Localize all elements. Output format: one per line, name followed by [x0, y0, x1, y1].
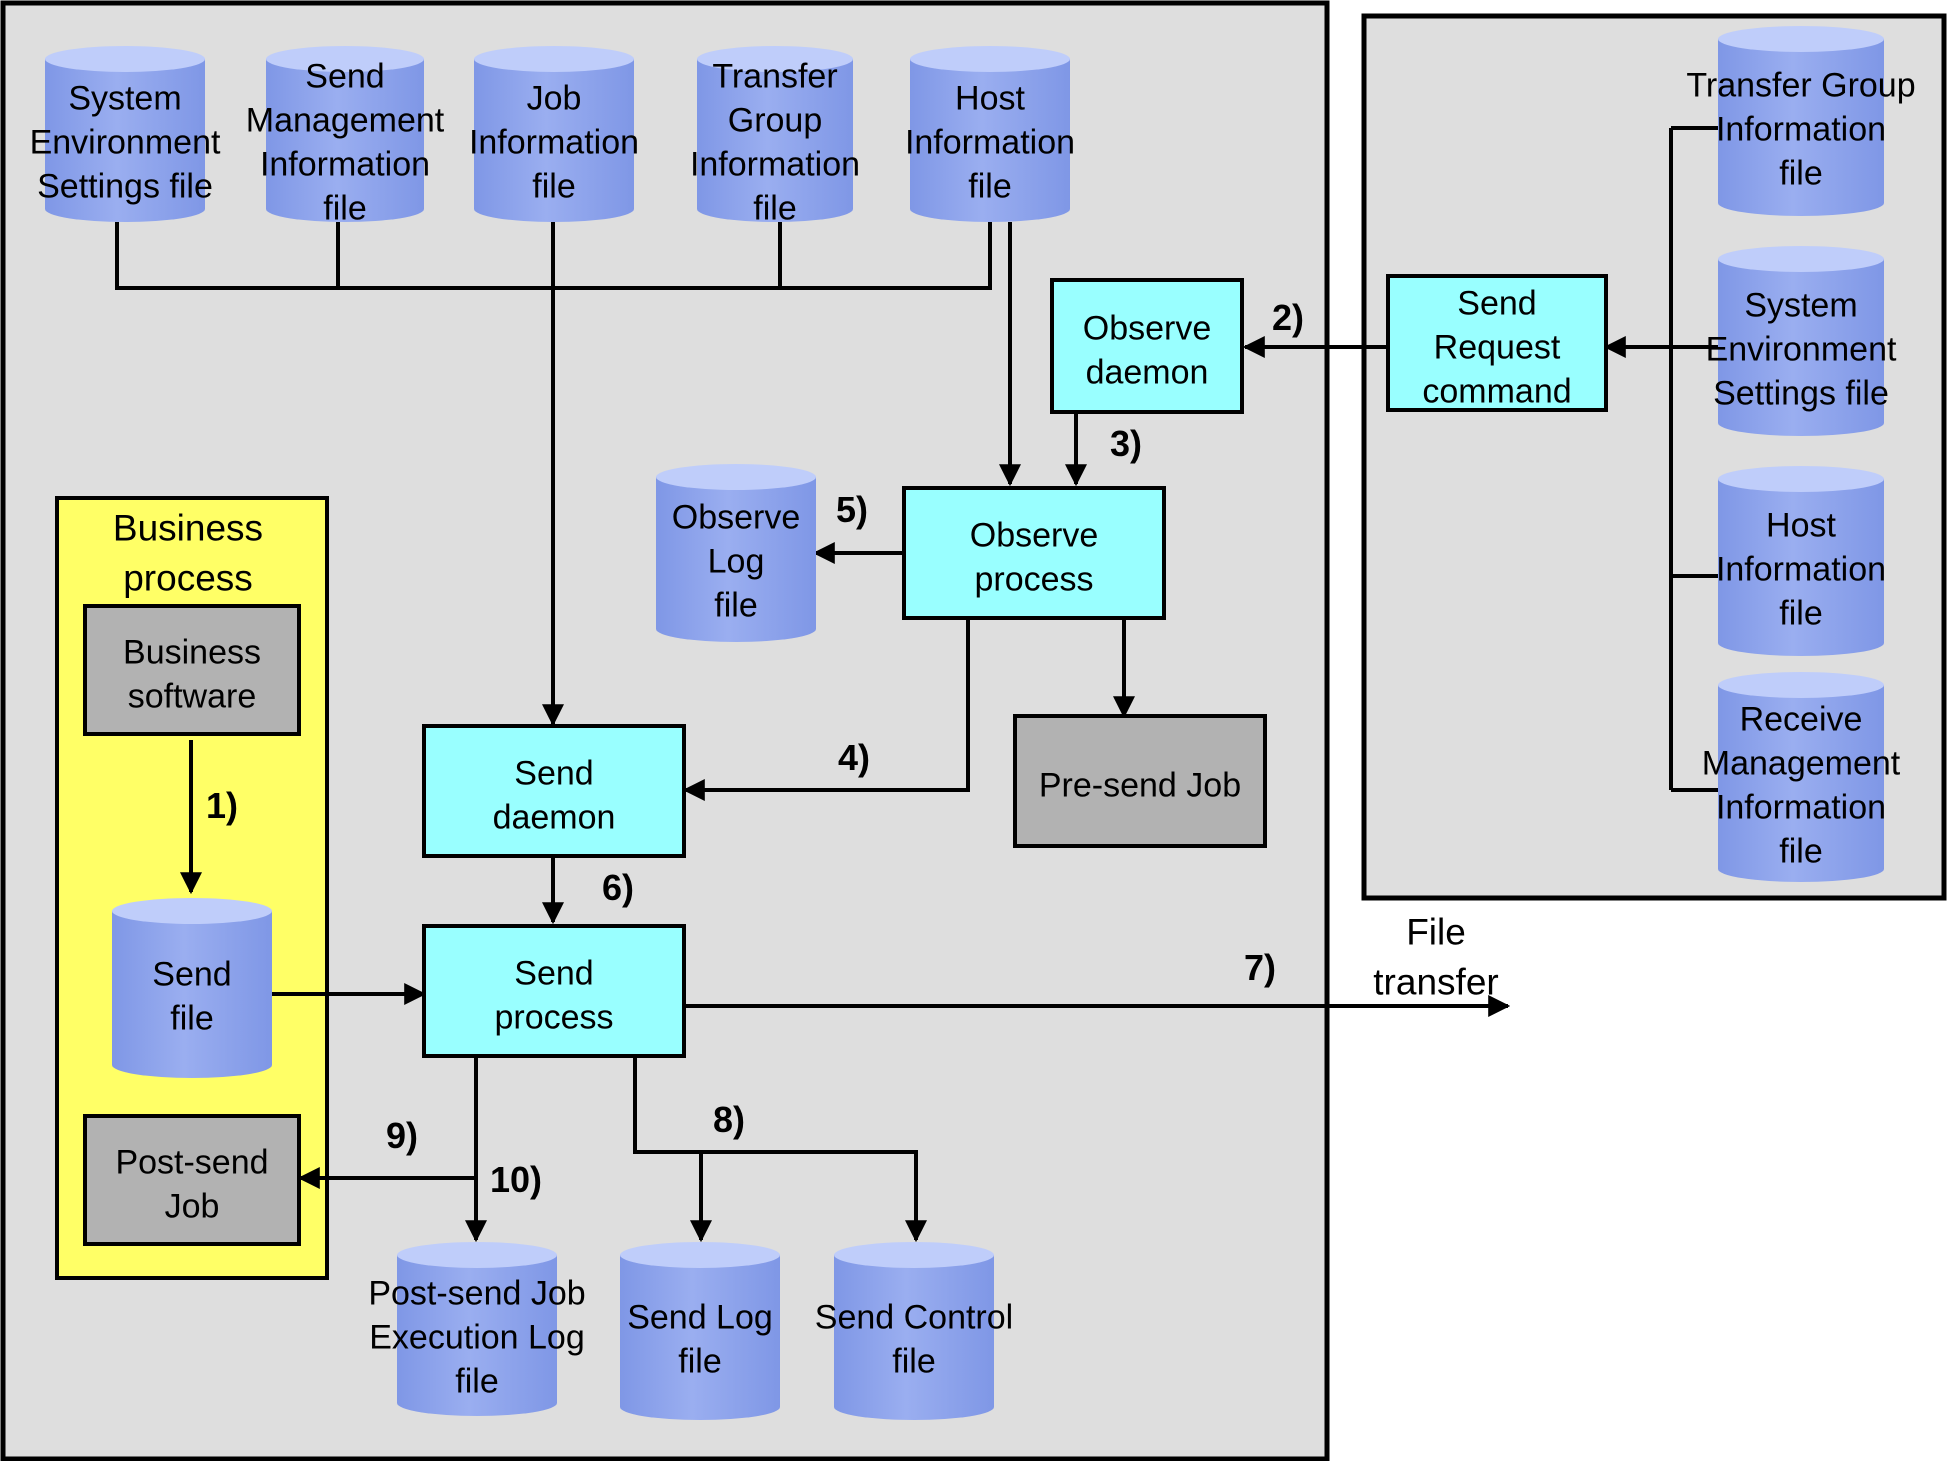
step-labels: 1) 2) 3) 4) 5) 6) 7) 8) 9) 10)	[206, 297, 1304, 1200]
step-label-4: 4)	[838, 737, 870, 778]
step-label-7: 7)	[1244, 947, 1276, 988]
step-label-8: 8)	[713, 1099, 745, 1140]
arrow-4-observe-process-to-send-daemon	[682, 618, 970, 801]
step-label-10: 10)	[490, 1159, 542, 1200]
step-label-5: 5)	[836, 489, 868, 530]
arrow-8-to-send-log-file	[633, 1056, 927, 1243]
step-label-6: 6)	[602, 867, 634, 908]
step-label-1: 1)	[206, 785, 238, 826]
step-label-9: 9)	[386, 1115, 418, 1156]
step-label-2: 2)	[1272, 297, 1304, 338]
pre-send-job-box: Pre-send Job	[1013, 714, 1267, 848]
flow-arrows	[180, 222, 1720, 1243]
pre-send-job-label: Pre-send Job	[1039, 766, 1241, 804]
step-label-3: 3)	[1110, 423, 1142, 464]
